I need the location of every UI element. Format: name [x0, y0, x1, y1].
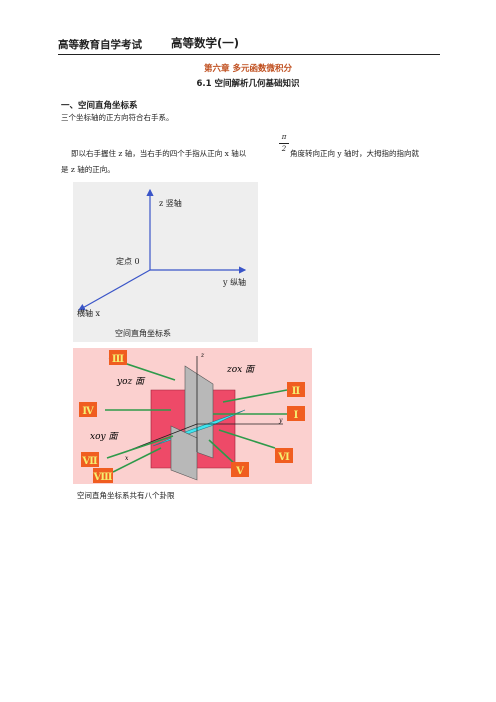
octant-label-2: Ⅱ	[292, 386, 300, 397]
figure-eight-octants: z y x yoz 面 zox 面 xoy 面 Ⅲ Ⅱ Ⅳ Ⅰ	[73, 348, 312, 484]
paragraph-explanation-line2: 是 z 轴的正向。	[61, 165, 115, 174]
x-axis-label: 横轴 x	[77, 308, 101, 318]
x-axis-letter: x	[125, 455, 129, 462]
octant-label-1: Ⅰ	[294, 410, 299, 421]
yoz-plane-back	[184, 365, 214, 459]
fraction-bar	[279, 143, 289, 144]
arrow-octant-7	[106, 435, 174, 459]
section-title: 6.1 空间解析几何基础知识	[196, 79, 300, 89]
octant-box-3	[109, 350, 127, 365]
header-exam-name: 高等教育自学考试	[58, 39, 142, 51]
x-axis	[77, 269, 151, 311]
z-axis-letter: z	[200, 352, 205, 359]
fraction-numerator: π	[281, 133, 287, 141]
octant-box-1	[287, 406, 305, 421]
arrow-octant-5	[208, 439, 236, 465]
paragraph-right-hand-rule: 三个坐标轴的正方向符合右手系。	[61, 113, 174, 122]
figure2-caption: 空间直角坐标系共有八个卦限	[77, 491, 175, 500]
paragraph-explanation-part1: 即以右手握住 z 轴，当右手的四个手指从正向 x 轴以	[71, 149, 247, 158]
octants-diagram: z y x yoz 面 zox 面 xoy 面 Ⅲ Ⅱ Ⅳ Ⅰ	[79, 350, 305, 483]
octant-label-7: Ⅶ	[81, 456, 97, 467]
octant-box-6	[275, 448, 293, 463]
octant-box-5	[231, 462, 249, 477]
subheading: 一、空间直角坐标系	[61, 101, 138, 111]
arrow-octant-2	[222, 389, 288, 403]
plane-label-yoz: yoz 面	[116, 377, 146, 387]
figure-coordinate-axes: z 竖轴 定点 0 y 纵轴 横轴 x 空间直角坐标系	[73, 182, 258, 342]
y-axis-letter: y	[278, 417, 283, 424]
chapter-title: 第六章 多元函数微积分	[204, 64, 292, 74]
header-course-name: 高等数学(一)	[171, 36, 240, 50]
axes-diagram: z 竖轴 定点 0 y 纵轴 横轴 x 空间直角坐标系	[77, 188, 247, 338]
octant-label-3: Ⅲ	[112, 354, 124, 365]
octant-label-5: Ⅴ	[235, 466, 244, 477]
octant-label-4: Ⅳ	[82, 406, 94, 417]
y-axis-label: y 纵轴	[222, 277, 246, 287]
yoz-plane-front	[170, 425, 198, 481]
paragraph-explanation-part2: 角度转向正向 y 轴时，大拇指的指向就	[290, 149, 420, 158]
octant-label-6: Ⅵ	[277, 452, 290, 463]
octant-box-4	[79, 402, 97, 417]
octant-box-2	[287, 382, 305, 397]
plane-label-zox: zox 面	[226, 365, 256, 375]
plane-label-xoy: xoy 面	[90, 432, 119, 442]
arrow-octant-6	[218, 429, 276, 449]
octant-box-8	[93, 468, 113, 483]
fraction-denominator: 2	[281, 145, 287, 153]
origin-label: 定点 0	[116, 256, 140, 266]
arrow-octant-8	[112, 447, 162, 473]
octant-label-8: Ⅷ	[93, 472, 113, 483]
fraction-pi-over-2: π 2	[279, 133, 289, 154]
figure1-caption: 空间直角坐标系	[115, 328, 171, 338]
octant-box-7	[81, 452, 99, 467]
z-axis-label: z 竖轴	[159, 198, 182, 208]
header-divider	[58, 54, 440, 55]
